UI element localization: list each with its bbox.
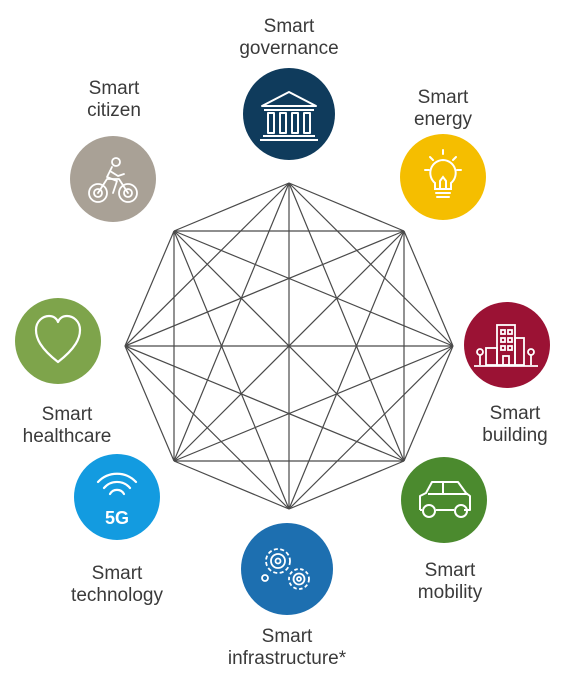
node-governance [243, 68, 335, 160]
healthcare-circle [15, 298, 101, 384]
label-building: Smart building [470, 403, 560, 447]
label-citizen-line2: citizen [87, 100, 141, 121]
label-infrastructure-line2: infrastructure* [227, 648, 347, 669]
network-edge [288, 182, 405, 232]
network-edge [288, 182, 405, 462]
node-infrastructure [241, 523, 333, 615]
label-technology-line2: technology [71, 585, 163, 606]
building-columns-icon [260, 91, 318, 141]
five-g-text: 5G [105, 508, 129, 528]
city-building-icon [474, 324, 538, 367]
network-edge [124, 230, 175, 347]
network-edge [403, 230, 454, 347]
label-mobility-line2: mobility [417, 582, 483, 603]
label-healthcare-line2: healthcare [22, 426, 112, 447]
node-building [464, 302, 550, 388]
wifi-5g-icon: 5G [96, 472, 138, 528]
label-infrastructure: Smart infrastructure* [212, 626, 362, 670]
network-edge [173, 230, 454, 347]
node-energy [400, 134, 486, 220]
cyclist-icon [88, 157, 138, 203]
network-edge [124, 345, 290, 510]
label-technology-line1: Smart [91, 563, 143, 584]
label-governance-line2: governance [239, 38, 339, 59]
gears-icon [261, 548, 310, 590]
label-healthcare: Smart healthcare [12, 404, 122, 448]
node-mobility [401, 457, 487, 543]
heart-icon [34, 314, 82, 364]
label-governance-line1: Smart [263, 16, 315, 37]
label-healthcare-line1: Smart [41, 404, 93, 425]
network-edge [173, 230, 290, 510]
technology-circle [74, 454, 160, 540]
label-energy: Smart energy [393, 87, 493, 131]
label-citizen-line1: Smart [88, 78, 140, 99]
network-edge [288, 460, 405, 510]
label-energy-line2: energy [413, 109, 473, 130]
car-icon [419, 481, 471, 518]
network-edge [173, 182, 290, 462]
label-citizen: Smart citizen [74, 78, 154, 122]
governance-circle [243, 68, 335, 160]
label-building-line2: building [482, 425, 548, 446]
network-edge [173, 460, 290, 510]
node-healthcare [15, 298, 101, 384]
octagon-network [124, 182, 454, 510]
label-mobility: Smart mobility [405, 560, 495, 604]
label-energy-line1: Smart [417, 87, 469, 108]
network-edge [124, 345, 405, 462]
label-governance: Smart governance [229, 16, 349, 60]
building-circle [464, 302, 550, 388]
network-edge [173, 230, 405, 462]
network-edge [173, 182, 290, 232]
lightbulb-icon [424, 149, 462, 198]
node-technology: 5G [74, 454, 160, 540]
label-technology: Smart technology [57, 563, 177, 607]
network-edge [124, 345, 175, 462]
node-citizen [70, 136, 156, 222]
label-infrastructure-line1: Smart [261, 626, 313, 647]
network-edge [124, 230, 405, 347]
label-building-line1: Smart [489, 403, 541, 424]
mobility-circle [401, 457, 487, 543]
network-edge [288, 230, 405, 510]
label-mobility-line1: Smart [424, 560, 476, 581]
network-edge [403, 345, 454, 462]
network-edge [173, 345, 454, 462]
